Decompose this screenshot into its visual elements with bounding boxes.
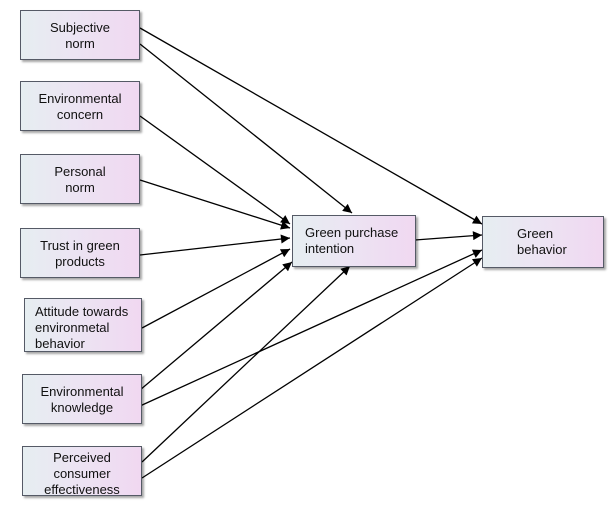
node-label: Environmental knowledge [40,384,124,415]
node-label: Subjective norm [50,20,110,51]
edge-trust-to-intention [139,234,291,256]
edge-personal-norm-to-intention [139,179,291,230]
node-label: Perceived consumer effectiveness [44,450,120,497]
edge-subjective-norm-to-intention [139,43,353,214]
edges-group [139,27,483,479]
edge-pce-to-behavior [141,257,483,479]
node-label: Environmental concern [38,91,122,122]
node-label: Trust in green products [40,238,120,269]
edge-intention-to-behavior [414,231,483,241]
node-label: Green behavior [517,226,567,257]
edge-subjective-norm-to-behavior [139,27,483,225]
edge-knowledge-to-behavior [139,249,483,407]
node-label: Personal norm [54,164,106,195]
node-green-purchase-intention: Green purchase intention [292,215,416,267]
node-environmental-knowledge: Environmental knowledge [22,374,142,424]
edge-attitude-to-intention [141,248,291,329]
node-green-behavior: Green behavior [482,216,604,268]
node-attitude-env-behavior: Attitude towards environmetal behavior [24,298,142,352]
edge-environmental-concern-to-intention [139,115,291,225]
node-personal-norm: Personal norm [20,154,140,204]
node-label: Attitude towards environmetal behavior [35,304,129,351]
node-label: Green purchase intention [305,225,399,256]
edge-knowledge-to-intention [139,261,293,391]
node-subjective-norm: Subjective norm [20,10,140,60]
node-environmental-concern: Environmental concern [20,81,140,131]
edge-pce-to-intention [141,265,351,463]
node-trust-green-products: Trust in green products [20,228,140,278]
node-perceived-consumer-effectiveness: Perceived consumer effectiveness [22,446,142,497]
